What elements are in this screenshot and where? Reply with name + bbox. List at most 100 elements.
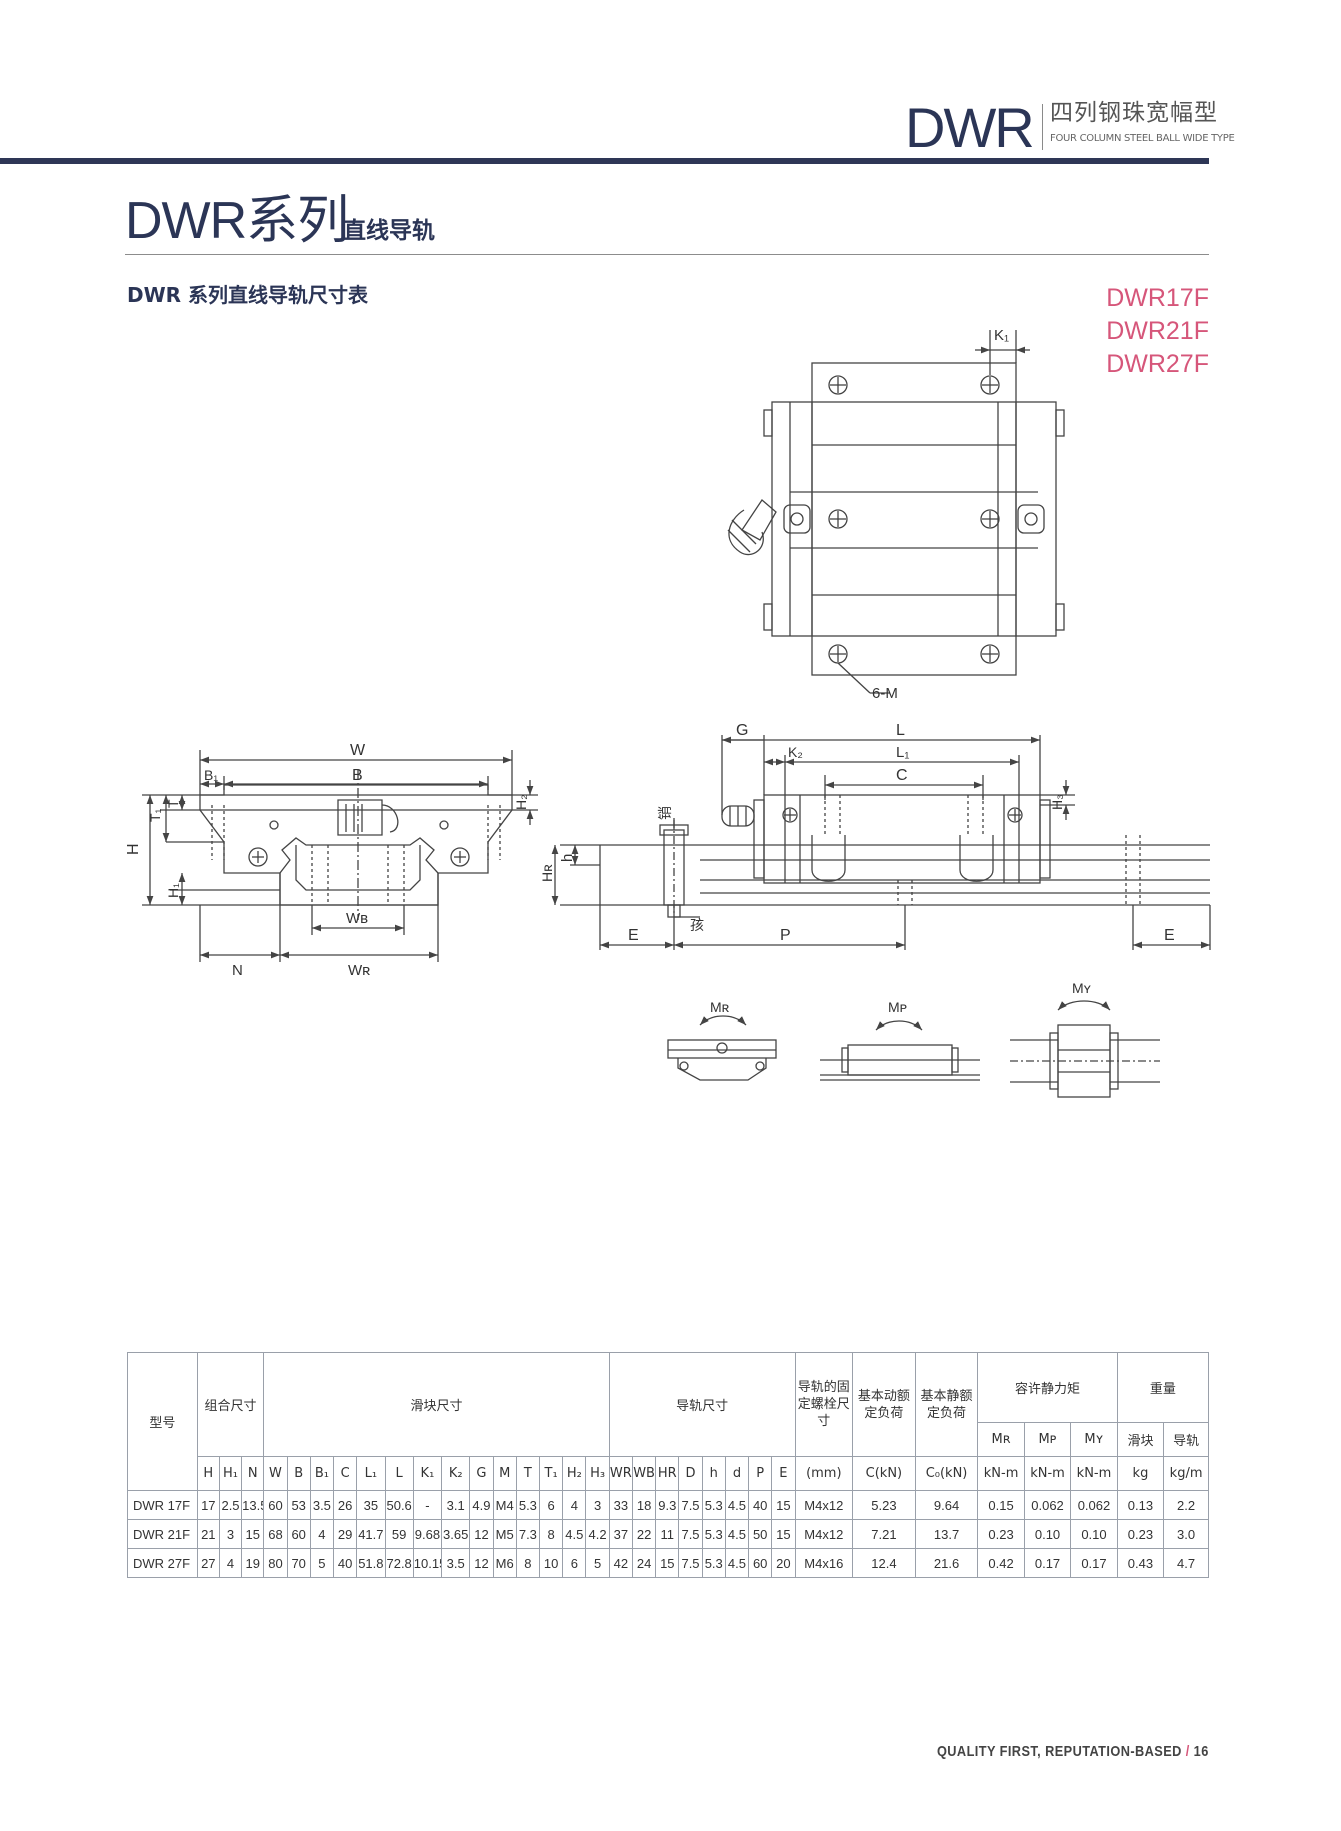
header-title-en: FOUR COLUMN STEEL BALL WIDE TYPE	[1050, 133, 1235, 144]
col-header: P	[748, 1456, 773, 1491]
table-cell: 9.68	[412, 1519, 443, 1549]
col-header: T	[515, 1456, 541, 1491]
table-cell: 15	[655, 1548, 680, 1578]
col-header: K₁	[412, 1456, 443, 1491]
col-header: H₃	[585, 1456, 610, 1491]
col-header: W	[263, 1456, 288, 1491]
col-header: H₁	[218, 1456, 243, 1491]
table-cell: 3.1	[441, 1490, 471, 1520]
col-header: C	[332, 1456, 358, 1491]
table-cell: 21	[196, 1519, 220, 1549]
spec-table: 型号 组合尺寸 滑块尺寸 导轨尺寸 导轨的固定螺栓尺寸 基本动额定负荷 基本静额…	[127, 1352, 1210, 1578]
section-subtitle: 直线导轨	[343, 218, 435, 244]
table-cell: -	[412, 1490, 443, 1520]
table-cell: 8	[515, 1548, 541, 1578]
dim-label-hr: Hʀ	[539, 864, 555, 882]
table-cell: 4.5	[562, 1519, 587, 1549]
table-cell: M4x16	[794, 1548, 854, 1578]
table-cell: 40	[748, 1490, 773, 1520]
col-header: WB	[631, 1456, 657, 1491]
header-title-cn: 四列钢珠宽幅型	[1050, 100, 1218, 126]
row-model: DWR 27F	[127, 1548, 198, 1578]
col-group-rail: 导轨尺寸	[608, 1352, 796, 1457]
table-cell: 0.10	[1023, 1519, 1072, 1549]
col-header: (mm)	[794, 1456, 854, 1491]
table-cell: 13.5	[241, 1490, 265, 1520]
table-cell: 60	[263, 1490, 288, 1520]
table-cell: 37	[608, 1519, 633, 1549]
table-cell: 50.6	[384, 1490, 414, 1520]
table-cell: 5.3	[515, 1490, 541, 1520]
dim-label-e-right: E	[1164, 927, 1175, 944]
col-header: H₂	[562, 1456, 587, 1491]
technical-drawings: K₁ 6-M W B₁ B H T₁ T H₁ H₂ Wʙ N Wʀ G L K…	[125, 327, 1211, 1098]
table-cell: 5	[309, 1548, 335, 1578]
table-cell: 7.5	[678, 1519, 703, 1549]
table-cell: 33	[608, 1490, 633, 1520]
table-cell: 0.23	[977, 1519, 1025, 1549]
brand-logo-text: DWR	[905, 96, 1035, 159]
dim-label-l: L	[896, 722, 905, 739]
col-header-my: Mʏ	[1070, 1422, 1118, 1457]
col-header: kg	[1116, 1456, 1165, 1491]
page-number: 16	[1193, 1743, 1209, 1760]
table-cell: 4.9	[469, 1490, 494, 1520]
table-cell: 5.3	[701, 1490, 726, 1520]
table-cell: 20	[771, 1548, 796, 1578]
table-cell: 42	[608, 1548, 633, 1578]
table-cell: 80	[263, 1548, 288, 1578]
dim-label-t1: T₁	[147, 808, 163, 822]
dim-label-b: B	[352, 767, 363, 784]
table-cell: 5.3	[701, 1519, 726, 1549]
table-cell: 9.3	[655, 1490, 680, 1520]
col-group-moment: 容许静力矩	[977, 1352, 1118, 1423]
table-cell: 7.5	[678, 1548, 703, 1578]
dim-label-b1: B₁	[204, 767, 218, 783]
table-cell: 0.10	[1070, 1519, 1118, 1549]
section-underline	[125, 254, 1209, 255]
col-header: C(kN)	[852, 1456, 916, 1491]
table-cell: 60	[748, 1548, 773, 1578]
footer-separator: /	[1186, 1743, 1190, 1760]
col-header: kN-m	[1070, 1456, 1118, 1491]
dim-label-h2: H₂	[513, 794, 529, 810]
dim-label-w: W	[350, 742, 366, 759]
col-group-dyn-load: 基本动额定负荷	[852, 1352, 916, 1457]
table-cell: 0.23	[1116, 1519, 1165, 1549]
table-cell: 29	[332, 1519, 358, 1549]
dim-label-k1: K₁	[994, 327, 1009, 344]
table-cell: 4.7	[1163, 1548, 1209, 1578]
dim-label-wb: Wʙ	[346, 910, 368, 927]
dim-label-hole: 孩	[690, 917, 704, 933]
model-list: DWR17F DWR21F DWR27F	[1106, 282, 1209, 381]
table-cell: 4	[309, 1519, 335, 1549]
col-header: WR	[608, 1456, 633, 1491]
table-row: DWR 17F172.513.560533.5263550.6-3.14.9M4…	[127, 1490, 1209, 1520]
end-view-drawing	[142, 750, 538, 962]
col-header: kN-m	[1023, 1456, 1072, 1491]
dim-label-h: H	[125, 843, 142, 855]
table-cell: 7.5	[678, 1490, 703, 1520]
table-cell: 40	[332, 1548, 358, 1578]
table-cell: 5	[585, 1548, 610, 1578]
moment-my-icon	[1010, 1000, 1160, 1098]
table-cell: 3	[218, 1519, 243, 1549]
col-header-mp: Mᴘ	[1023, 1422, 1072, 1457]
table-cell: 5.23	[852, 1490, 916, 1520]
table-cell: 0.062	[1070, 1490, 1118, 1520]
footer: QUALITY FIRST, REPUTATION-BASED / 16	[937, 1743, 1209, 1760]
table-cell: 59	[384, 1519, 414, 1549]
table-cell: 3.5	[441, 1548, 471, 1578]
table-cell: 35	[356, 1490, 386, 1520]
table-cell: M5	[492, 1519, 517, 1549]
table-cell: 13.7	[914, 1519, 979, 1549]
table-cell: 3.65	[441, 1519, 471, 1549]
col-header: d	[724, 1456, 750, 1491]
dim-label-h1: H₁	[165, 883, 181, 898]
top-view-drawing	[727, 330, 1065, 694]
col-header: kN-m	[977, 1456, 1025, 1491]
table-cell: M4x12	[794, 1490, 854, 1520]
col-group-bolt: 导轨的固定螺栓尺寸	[794, 1352, 854, 1457]
dim-label-c: C	[896, 767, 908, 784]
grease-nipple-icon	[721, 805, 755, 827]
